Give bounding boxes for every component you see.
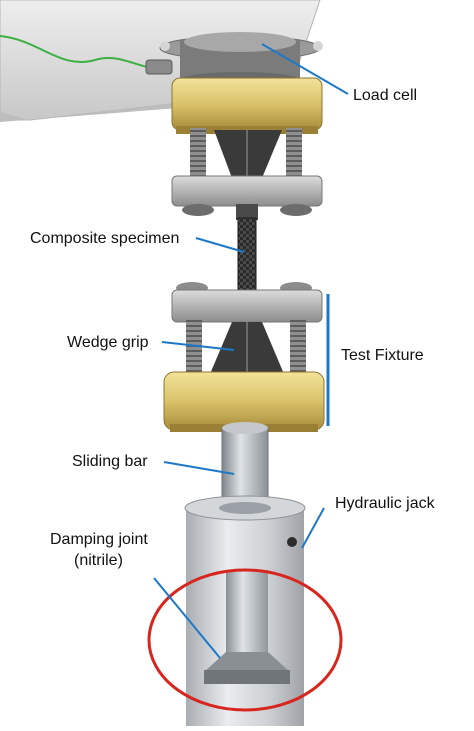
highlight-ellipse xyxy=(147,568,343,712)
label-wedge-grip: Wedge grip xyxy=(67,334,149,351)
label-load-cell: Load cell xyxy=(353,87,418,104)
label-hydraulic-jack: Hydraulic jack xyxy=(335,495,435,512)
sliding-bar-rod xyxy=(221,427,269,503)
leader-composite-specimen xyxy=(195,237,245,253)
upper-right-bolt xyxy=(286,128,302,176)
sensor-cable xyxy=(0,35,161,70)
leader-sliding-bar xyxy=(163,461,235,475)
leader-damping-joint xyxy=(153,577,221,659)
label-composite-specimen: Composite specimen xyxy=(30,230,180,247)
upper-left-bolt xyxy=(190,128,206,176)
label-damping-joint-material: (nitrile) xyxy=(74,552,123,569)
upper-brass-block xyxy=(171,77,323,134)
lower-steel-block xyxy=(171,282,323,323)
lower-right-bolt xyxy=(290,320,306,372)
label-test-fixture: Test Fixture xyxy=(341,347,424,364)
upper-steel-block xyxy=(171,175,323,220)
inner-piston-rod xyxy=(226,570,268,660)
leader-wedge-grip xyxy=(161,341,235,351)
label-sliding-bar: Sliding bar xyxy=(72,453,148,470)
leader-hydraulic-jack xyxy=(301,507,325,549)
cable-connector xyxy=(145,59,173,75)
label-damping-joint: Damping joint xyxy=(50,531,148,548)
damping-joint-head xyxy=(204,652,290,672)
hydraulic-jack-cylinder xyxy=(184,495,306,726)
composite-specimen-bar xyxy=(237,217,257,299)
leader-load-cell xyxy=(261,43,349,95)
